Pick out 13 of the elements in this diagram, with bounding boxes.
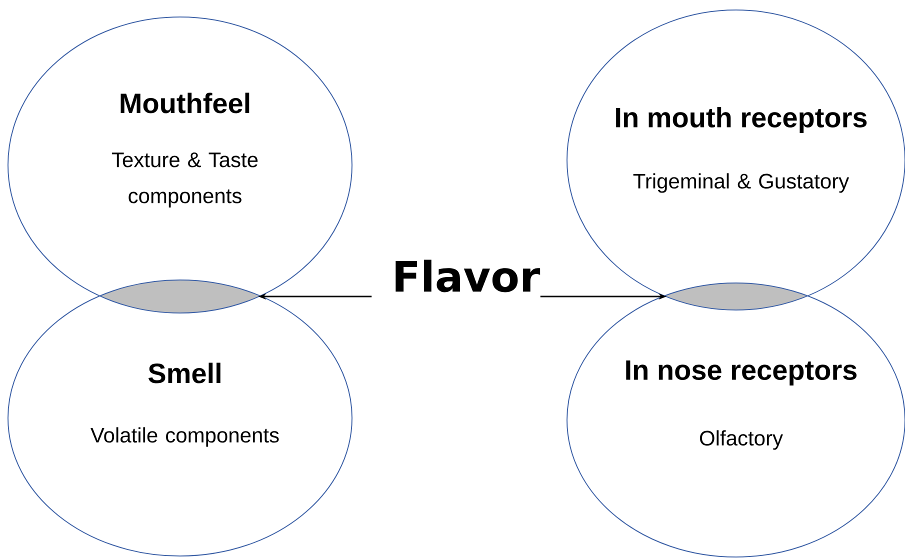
circle xyxy=(8,280,352,556)
title-text: Flavor xyxy=(396,260,540,292)
circle xyxy=(8,16,352,314)
overlap-region xyxy=(100,280,260,313)
overlap-region xyxy=(664,283,808,310)
heading: Smell xyxy=(148,362,220,384)
heading: In mouth receptors xyxy=(616,106,867,134)
description: Trigeminal & Gustatory xyxy=(633,173,850,193)
description: Texture & Taste components xyxy=(112,152,258,208)
heading: Mouthfeel xyxy=(120,92,250,114)
heading: In nose receptors xyxy=(626,360,857,386)
description: Olfactory xyxy=(700,430,783,450)
description: Volatile components xyxy=(90,427,279,447)
